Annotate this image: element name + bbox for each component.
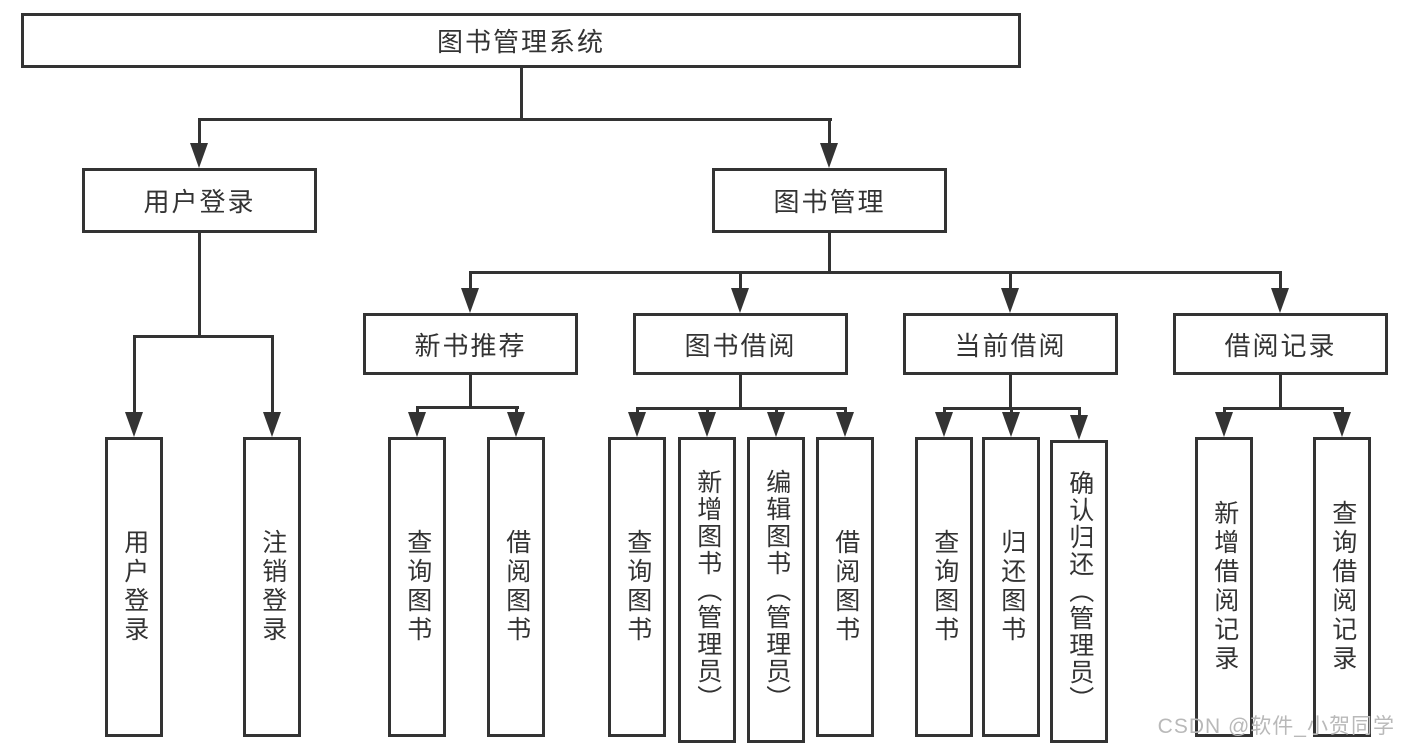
connector-borrow-stem bbox=[739, 271, 742, 290]
watermark: CSDN @软件_小贺同学 bbox=[1157, 715, 1395, 738]
leaf-rec-borrow-books: 借阅图书 bbox=[487, 437, 545, 737]
leaf-bb-edit-books-admin-label: 编辑图书（管理员） bbox=[762, 468, 791, 712]
connector-rec-hline bbox=[416, 406, 519, 409]
node-root: 图书管理系统 bbox=[21, 13, 1021, 68]
arrowhead-current-borrow bbox=[1001, 288, 1019, 313]
arrowhead-user-login bbox=[190, 143, 208, 168]
connector-records-vline bbox=[1279, 373, 1282, 410]
arrowhead-leaf-user-login bbox=[125, 412, 143, 437]
connector-borrow-hline bbox=[636, 407, 847, 410]
arrowhead-cb-return bbox=[1002, 412, 1020, 437]
arrowhead-bb-borrow bbox=[836, 412, 854, 437]
connector-leaf-logout-stem bbox=[271, 335, 274, 414]
leaf-logout: 注销登录 bbox=[243, 437, 301, 737]
connector-bb-leaf3-stem bbox=[775, 407, 778, 416]
leaf-cb-return-books-label: 归还图书 bbox=[997, 529, 1026, 645]
leaf-cb-confirm-return-admin-label: 确认归还（管理员） bbox=[1065, 470, 1094, 713]
connector-current-vline bbox=[1009, 373, 1012, 410]
leaf-rec-borrow-books-label: 借阅图书 bbox=[502, 529, 531, 645]
leaf-bb-edit-books-admin: 编辑图书（管理员） bbox=[747, 437, 805, 743]
connector-user-login-stem bbox=[198, 118, 201, 145]
arrowhead-br-add bbox=[1215, 412, 1233, 437]
connector-records-hline bbox=[1223, 407, 1344, 410]
node-root-label: 图书管理系统 bbox=[436, 27, 605, 57]
arrowhead-borrow-records bbox=[1271, 288, 1289, 313]
arrowhead-book-borrow bbox=[731, 288, 749, 313]
arrowhead-bb-query bbox=[628, 412, 646, 437]
connector-rec-vline bbox=[469, 373, 472, 409]
connector-records-stem bbox=[1279, 271, 1282, 290]
connector-cb-leaf2-stem bbox=[1010, 407, 1013, 416]
leaf-br-query-record-label: 查询借阅记录 bbox=[1328, 500, 1357, 674]
leaf-logout-label: 注销登录 bbox=[258, 529, 287, 645]
node-user-login-label: 用户登录 bbox=[143, 187, 256, 217]
connector-current-stem bbox=[1009, 271, 1012, 290]
leaf-cb-confirm-return-admin: 确认归还（管理员） bbox=[1050, 440, 1108, 743]
leaf-bb-borrow-books: 借阅图书 bbox=[816, 437, 874, 737]
leaf-br-add-record: 新增借阅记录 bbox=[1195, 437, 1253, 737]
connector-rec-leaf2-stem bbox=[515, 406, 518, 416]
arrowhead-bb-edit bbox=[767, 412, 785, 437]
leaf-br-query-record: 查询借阅记录 bbox=[1313, 437, 1371, 737]
leaf-bb-query-books-label: 查询图书 bbox=[623, 529, 652, 645]
connector-br-leaf1-stem bbox=[1223, 407, 1226, 416]
leaf-cb-query-books: 查询图书 bbox=[915, 437, 973, 737]
leaf-bb-borrow-books-label: 借阅图书 bbox=[831, 529, 860, 645]
connector-cb-leaf1-stem bbox=[943, 407, 946, 416]
node-borrow-records: 借阅记录 bbox=[1173, 313, 1388, 375]
node-current-borrow-label: 当前借阅 bbox=[954, 330, 1067, 361]
node-new-book-recommend: 新书推荐 bbox=[363, 313, 578, 375]
node-book-management-label: 图书管理 bbox=[773, 187, 886, 217]
connector-cb-leaf3-stem bbox=[1078, 407, 1081, 416]
connector-level2-hline bbox=[198, 118, 832, 121]
node-book-borrow: 图书借阅 bbox=[633, 313, 848, 375]
leaf-rec-query-books-label: 查询图书 bbox=[403, 529, 432, 645]
connector-borrow-vline bbox=[739, 373, 742, 410]
connector-user-login-hline bbox=[133, 335, 274, 338]
node-borrow-records-label: 借阅记录 bbox=[1224, 330, 1337, 361]
leaf-user-login: 用户登录 bbox=[105, 437, 163, 737]
arrowhead-rec-borrow bbox=[507, 412, 525, 437]
arrowhead-br-query bbox=[1333, 412, 1351, 437]
connector-bb-leaf4-stem bbox=[844, 407, 847, 416]
connector-level3-hline bbox=[469, 271, 1282, 274]
connector-book-mgmt-stem bbox=[828, 118, 831, 145]
leaf-user-login-label: 用户登录 bbox=[120, 529, 149, 645]
connector-br-leaf2-stem bbox=[1341, 407, 1344, 416]
connector-bb-leaf1-stem bbox=[636, 407, 639, 416]
arrowhead-rec-query bbox=[408, 412, 426, 437]
node-user-login: 用户登录 bbox=[82, 168, 317, 233]
leaf-br-add-record-label: 新增借阅记录 bbox=[1210, 500, 1239, 674]
arrowhead-book-mgmt bbox=[820, 143, 838, 168]
arrowhead-leaf-logout bbox=[263, 412, 281, 437]
connector-leaf-user-login-stem bbox=[133, 335, 136, 414]
connector-rec-leaf1-stem bbox=[416, 406, 419, 416]
arrowhead-cb-query bbox=[935, 412, 953, 437]
node-book-management: 图书管理 bbox=[712, 168, 947, 233]
leaf-bb-add-books-admin: 新增图书（管理员） bbox=[678, 437, 736, 743]
arrowhead-cb-confirm bbox=[1070, 415, 1088, 440]
connector-bb-leaf2-stem bbox=[706, 407, 709, 416]
connector-user-login-vline bbox=[198, 231, 201, 338]
node-book-borrow-label: 图书借阅 bbox=[684, 330, 797, 361]
node-current-borrow: 当前借阅 bbox=[903, 313, 1118, 375]
node-new-book-recommend-label: 新书推荐 bbox=[414, 330, 527, 361]
leaf-bb-query-books: 查询图书 bbox=[608, 437, 666, 737]
leaf-rec-query-books: 查询图书 bbox=[388, 437, 446, 737]
leaf-cb-query-books-label: 查询图书 bbox=[930, 529, 959, 645]
leaf-bb-add-books-admin-label: 新增图书（管理员） bbox=[693, 468, 722, 712]
arrowhead-bb-add bbox=[698, 412, 716, 437]
leaf-cb-return-books: 归还图书 bbox=[982, 437, 1040, 737]
connector-book-mgmt-vline bbox=[828, 231, 831, 274]
arrowhead-new-book-recommend bbox=[461, 288, 479, 313]
connector-root-vline bbox=[520, 66, 523, 121]
connector-rec-stem bbox=[469, 271, 472, 290]
